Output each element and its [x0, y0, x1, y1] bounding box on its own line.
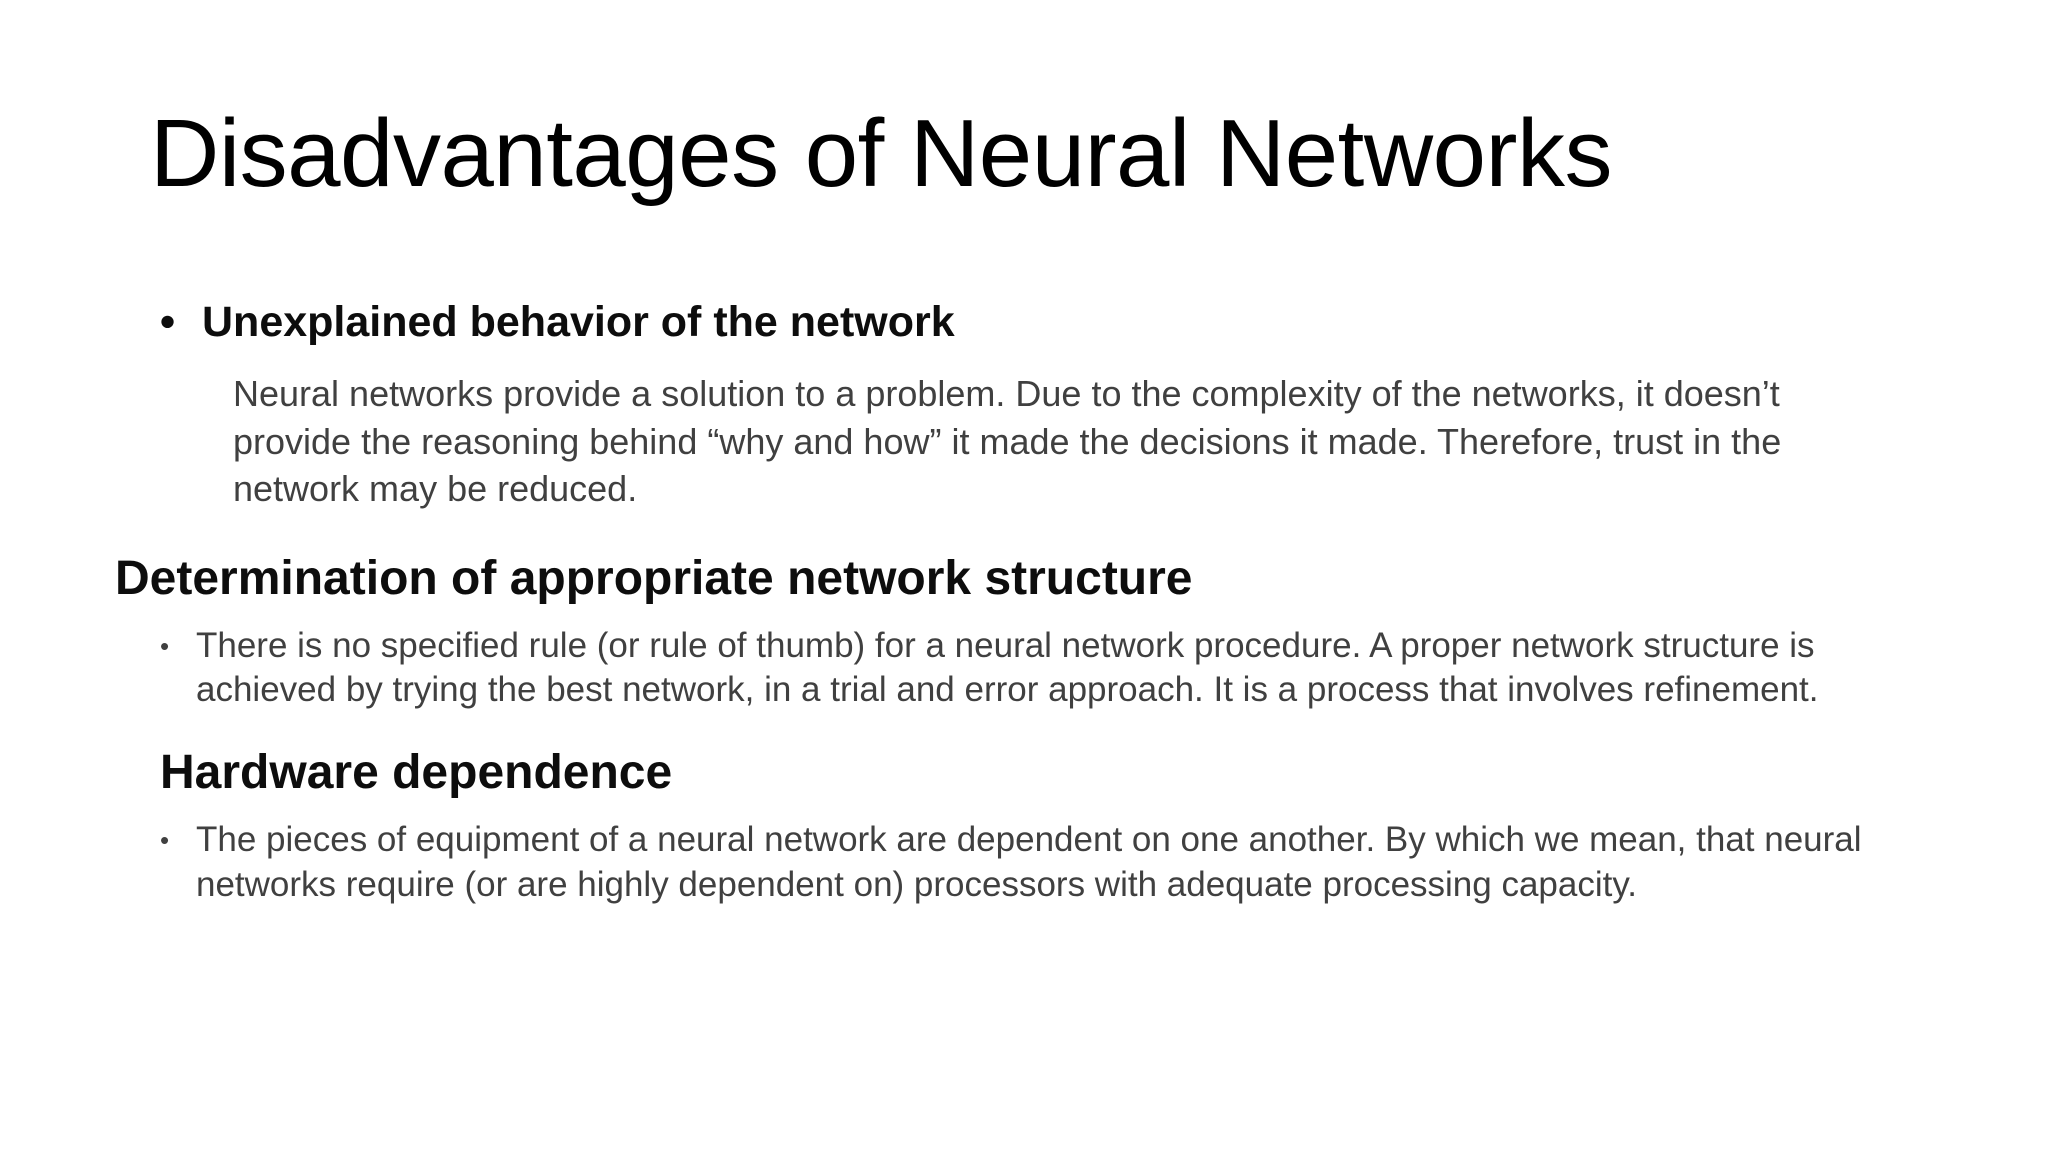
section-paragraph-unexplained-behavior: Neural networks provide a solution to a …: [233, 373, 1782, 510]
slide-title: Disadvantages of Neural Networks: [150, 100, 1613, 208]
bullet-dot-icon: •: [160, 630, 170, 661]
section-bullet-label: The pieces of equipment of a neural netw…: [196, 819, 1862, 904]
bullet-dot-icon: •: [160, 298, 176, 346]
section-heading-network-structure: Determination of appropriate network str…: [115, 552, 1193, 605]
slide-body: • Unexplained behavior of the network Ne…: [0, 296, 2048, 907]
section-heading-hardware-dependence: Hardware dependence: [160, 746, 673, 800]
section-heading-unexplained-behavior: • Unexplained behavior of the network: [160, 296, 2048, 348]
section-heading-label: Unexplained behavior of the network: [202, 298, 955, 346]
section-bullet-hardware-dependence: • The pieces of equipment of a neural ne…: [160, 818, 1896, 908]
section-bullet-network-structure: • There is no specified rule (or rule of…: [160, 624, 1896, 714]
bullet-dot-icon: •: [160, 824, 170, 855]
section-bullet-label: There is no specified rule (or rule of t…: [196, 625, 1819, 710]
